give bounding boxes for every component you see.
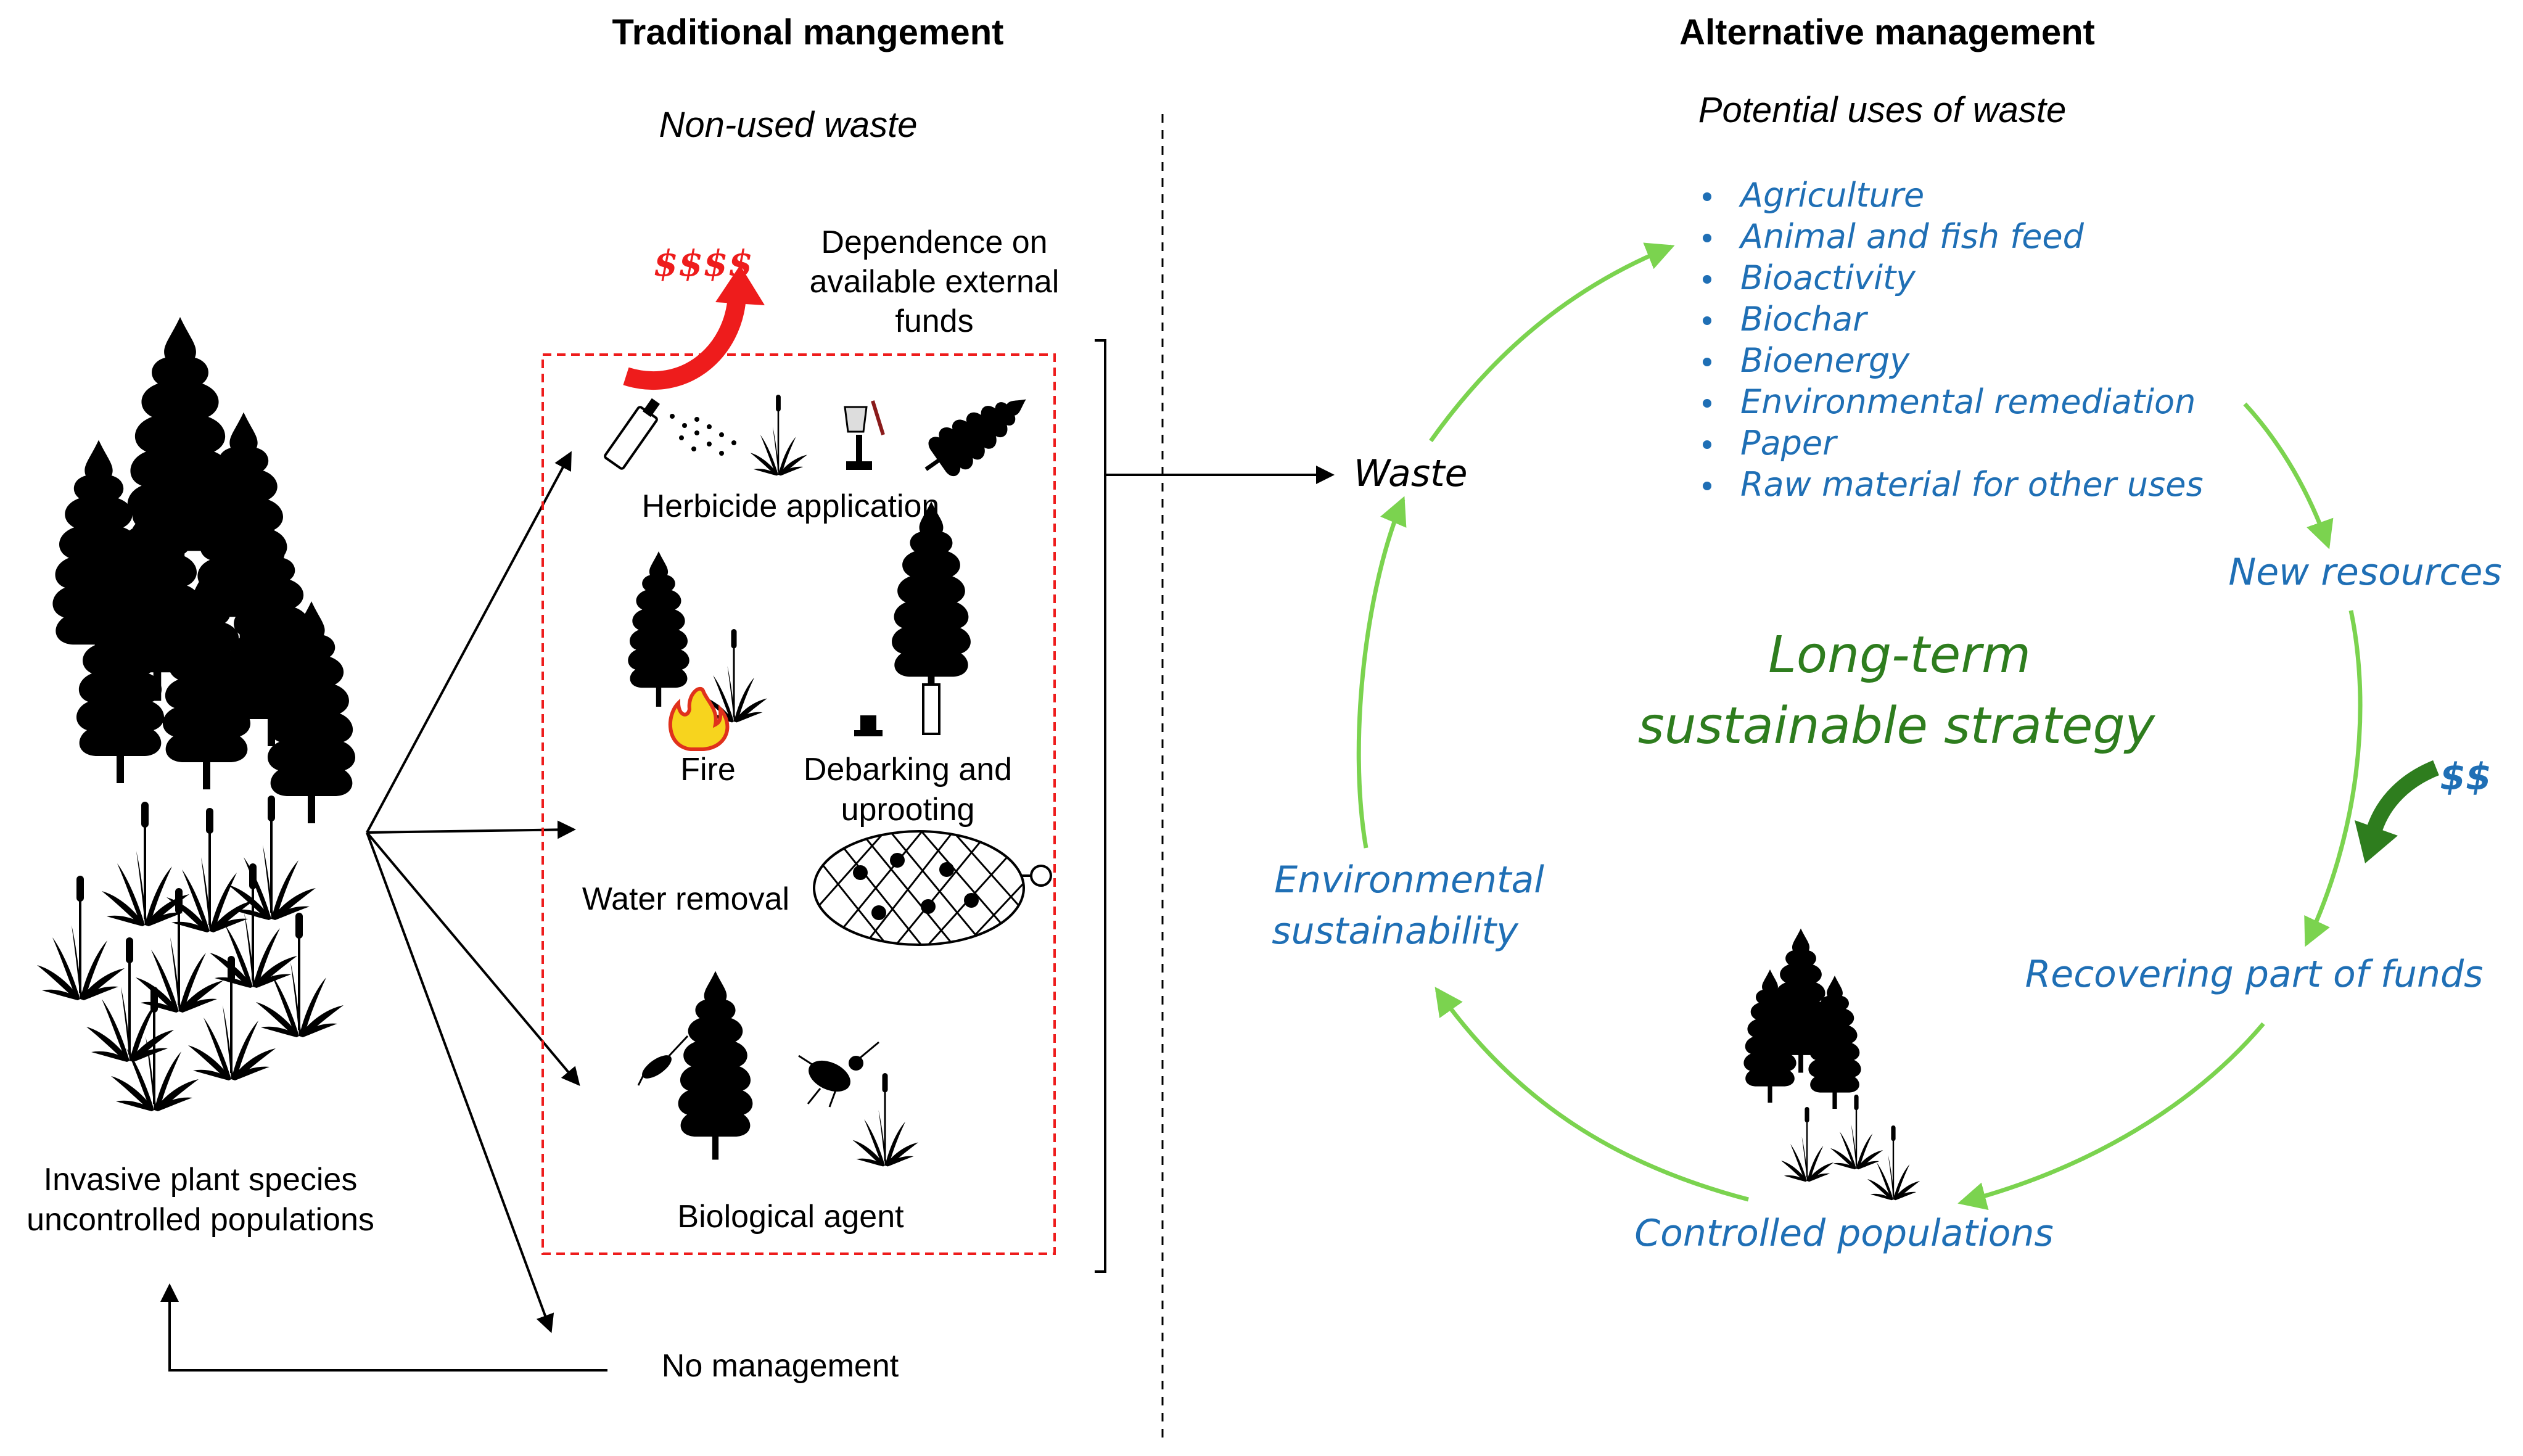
fire-tree-icon	[628, 551, 689, 707]
stump-icon	[854, 715, 883, 736]
env-sustainability-label-line1: Environmental	[1274, 858, 1544, 902]
management-arrows	[366, 451, 580, 1333]
invasive-label-line2: uncontrolled populations	[27, 1202, 374, 1238]
external-funds-money: $$$$	[653, 242, 752, 284]
net-icon	[813, 830, 1052, 946]
funds-money-label: $$	[2440, 755, 2492, 799]
no-management-return-arrow	[160, 1283, 607, 1372]
controlled-populations-illustration	[1743, 928, 1921, 1201]
water-removal-label: Water removal	[582, 881, 789, 917]
dependence-label-line3: funds	[895, 303, 973, 339]
fire-label: Fire	[680, 752, 736, 788]
invasive-label-line1: Invasive plant species	[44, 1162, 358, 1198]
debarking-label-line2: uprooting	[841, 792, 975, 828]
uses-list-item: Bioactivity	[1740, 258, 1916, 297]
no-management-label: No management	[662, 1348, 899, 1384]
spray-dots	[670, 414, 736, 456]
arrow-controlled-to-env	[1434, 987, 1749, 1202]
traditional-heading: Traditional mangement	[612, 12, 1004, 52]
traditional-methods-box	[541, 353, 1056, 1255]
herbicide-grass-icon	[749, 393, 809, 477]
bio-tree-icon	[678, 971, 753, 1160]
center-strategy-line2: sustainable strategy	[1638, 697, 2156, 755]
uses-bullet	[1703, 234, 1711, 242]
uses-list-item: Environmental remediation	[1740, 382, 2196, 421]
env-sustainability-label-line2: sustainability	[1272, 910, 1519, 953]
biological-agent-label: Biological agent	[677, 1199, 904, 1235]
center-strategy-line1: Long-term	[1768, 626, 2031, 685]
non-used-waste-subheading: Non-used waste	[659, 105, 917, 145]
uses-list-item: Bioenergy	[1740, 341, 1910, 380]
funds-inflow-arrow	[2366, 760, 2440, 833]
uses-bullet	[1703, 440, 1711, 449]
invasive-forest-illustration	[52, 317, 356, 823]
cycle-arrows	[1356, 242, 2363, 1211]
funds-outflow-arrow	[623, 295, 746, 390]
uses-bullet	[1703, 316, 1711, 325]
potential-uses-subheading: Potential uses of waste	[1698, 90, 2066, 130]
uses-list-item: Paper	[1740, 424, 1838, 463]
waste-label: Waste	[1354, 452, 1468, 495]
herbicide-label: Herbicide application	[642, 488, 940, 524]
controlled-populations-label: Controlled populations	[1634, 1212, 2053, 1255]
uses-list-item: Animal and fish feed	[1739, 217, 2085, 256]
alternative-heading: Alternative management	[1679, 12, 2095, 52]
uses-list-item: Raw material for other uses	[1740, 465, 2204, 504]
uses-bullet	[1703, 358, 1711, 366]
dependence-label-line1: Dependence on	[821, 224, 1047, 260]
fallen-tree-icon	[912, 379, 1040, 490]
uses-bullet	[1703, 399, 1711, 408]
arrow-waste-to-uses	[1429, 242, 1675, 443]
methods-bracket	[1095, 339, 1106, 1273]
uses-bullet	[1703, 275, 1711, 284]
arrow-funds-to-controlled	[1957, 1022, 2265, 1211]
uses-bullet	[1703, 482, 1711, 490]
invasive-grass-illustration	[36, 794, 345, 1113]
uses-bullet	[1703, 192, 1711, 201]
arrow-env-to-waste	[1356, 496, 1407, 849]
debarked-tree-icon	[892, 501, 971, 701]
recovering-funds-label: Recovering part of funds	[2025, 953, 2484, 996]
beetle-icon-small	[637, 1035, 689, 1086]
arrow-resources-to-funds	[2304, 610, 2363, 947]
bio-grass-icon	[852, 1072, 920, 1167]
sprayer-icon	[604, 398, 661, 470]
uses-list-item: Biochar	[1740, 300, 1868, 339]
arrow-uses-to-resources	[2243, 402, 2334, 549]
flame-icon	[669, 686, 730, 751]
debarking-label-line1: Debarking and	[804, 752, 1012, 788]
brush-icon	[844, 400, 885, 470]
new-resources-label: New resources	[2228, 551, 2501, 594]
uses-list-item: Agriculture	[1739, 176, 1924, 215]
dependence-label-line2: available external	[810, 264, 1060, 300]
beetle-icon-large	[798, 1041, 879, 1108]
